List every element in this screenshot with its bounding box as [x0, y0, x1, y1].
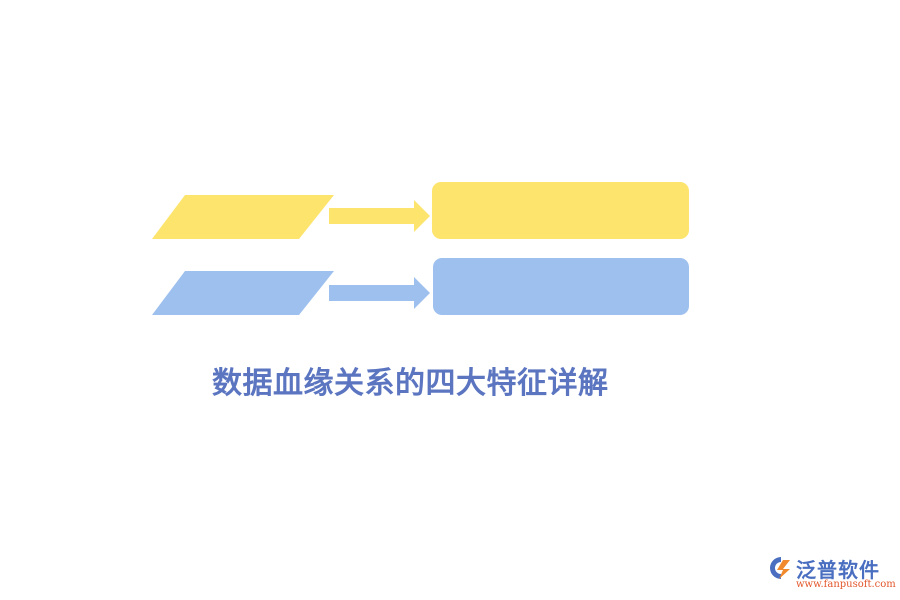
input-parallelogram-1: [152, 195, 334, 239]
brand-logo: 泛普软件 www.fanpusoft.com: [768, 552, 896, 592]
arrow-right-2: [329, 277, 430, 309]
brand-name: 泛普软件: [796, 558, 880, 582]
arrow-right-1: [329, 200, 430, 232]
input-parallelogram-2: [152, 271, 334, 315]
fanpu-logo-icon: [770, 557, 790, 579]
row-1: [152, 182, 689, 239]
page-title: 数据血缘关系的四大特征详解: [212, 366, 609, 401]
row-2: [152, 258, 689, 315]
output-box-2: [433, 258, 689, 315]
output-box-1: [432, 182, 689, 239]
brand-url: www.fanpusoft.com: [796, 579, 896, 590]
